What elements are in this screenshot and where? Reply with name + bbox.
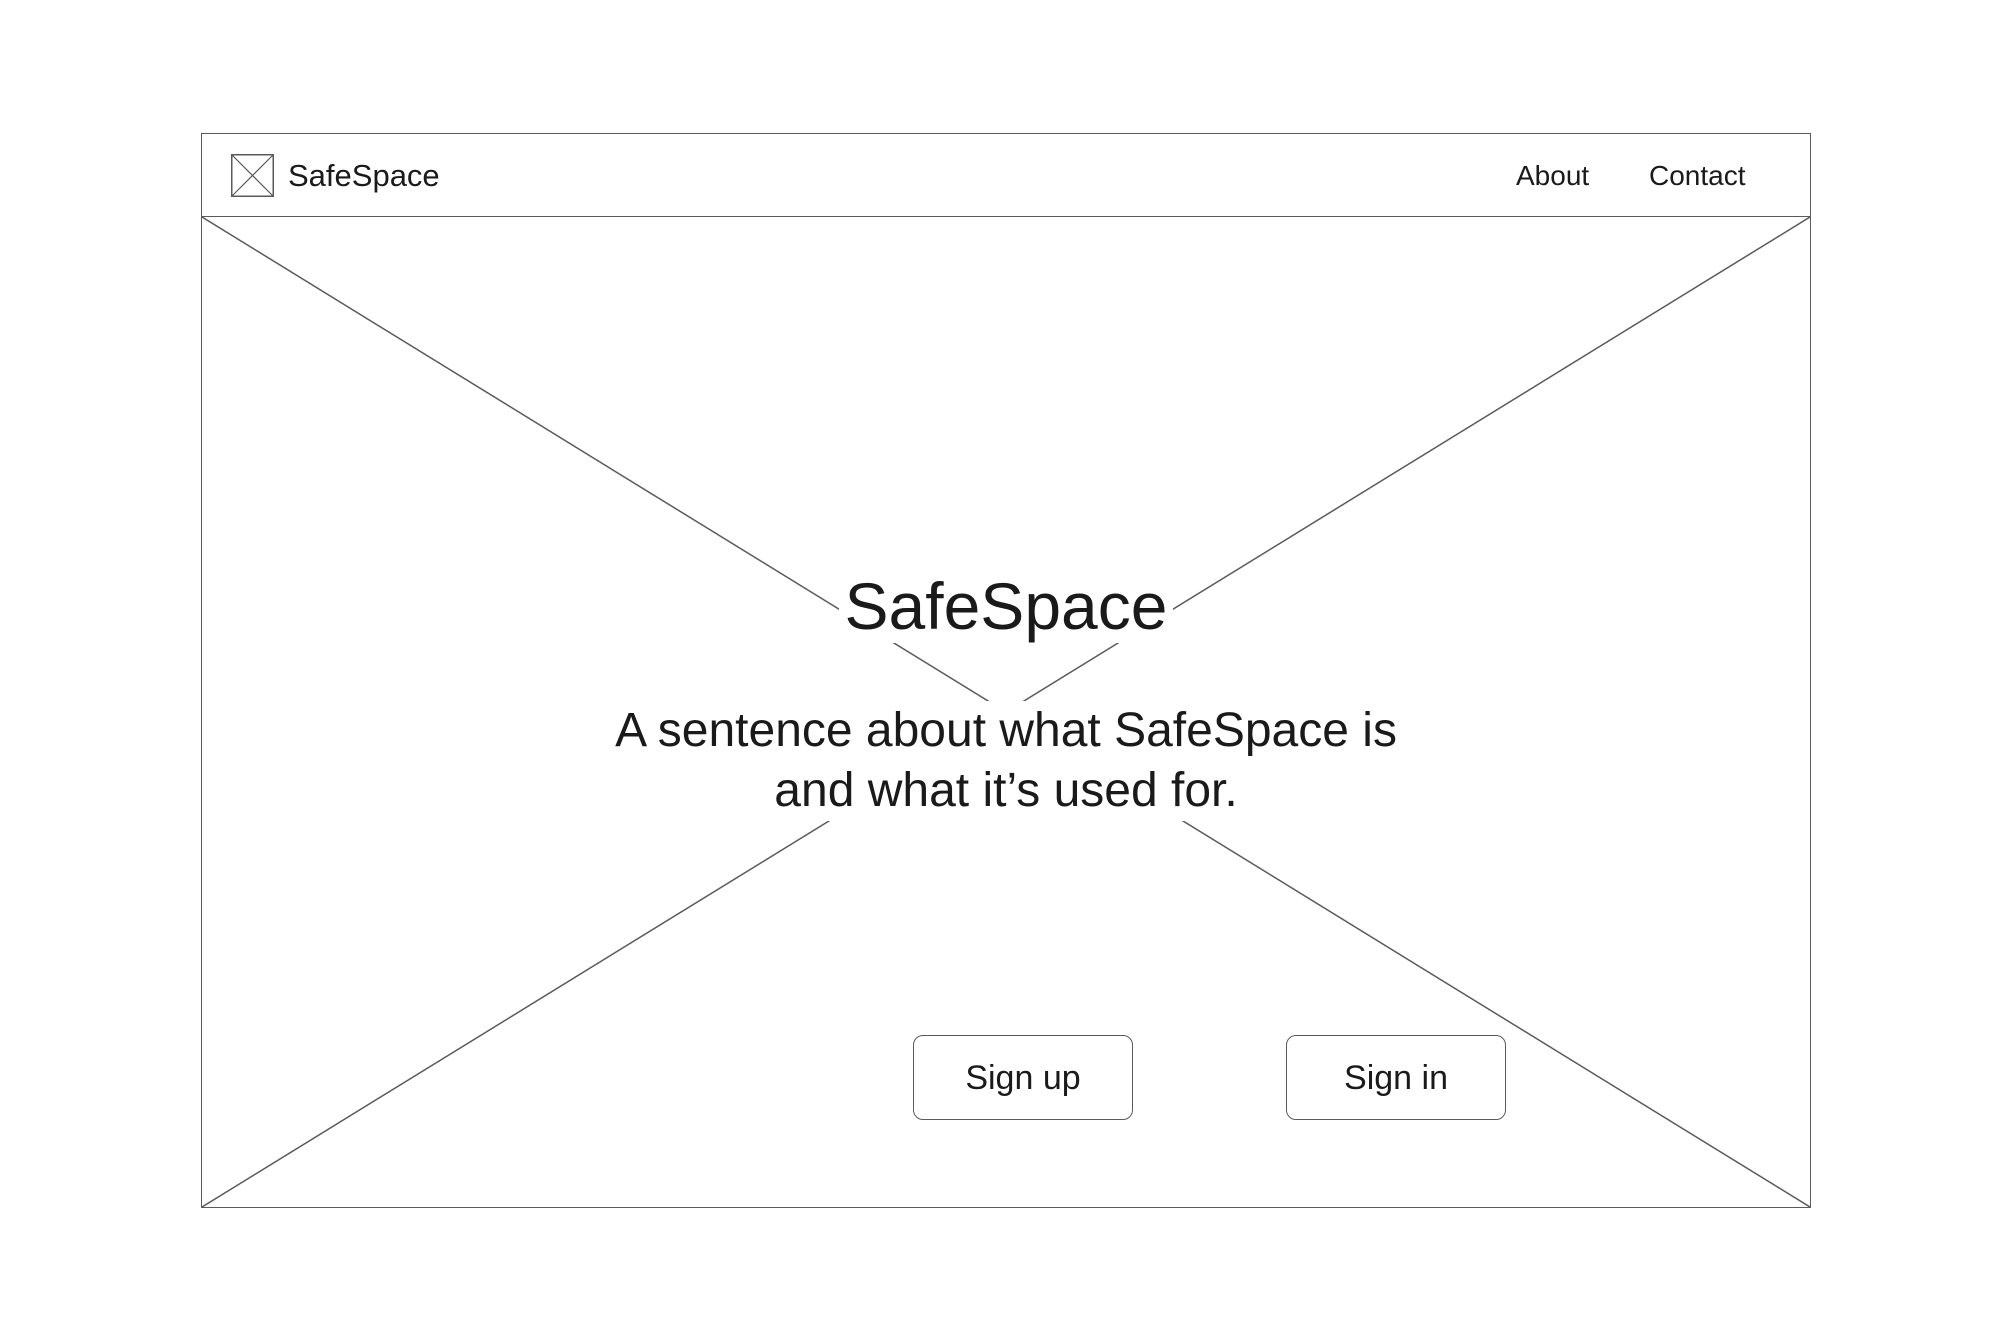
- hero-description-line-2: and what it’s used for.: [202, 761, 1810, 821]
- wireframe-page: SafeSpace About Contact SafeSpace A sent…: [201, 133, 1811, 1208]
- sign-up-button[interactable]: Sign up: [913, 1035, 1133, 1120]
- image-placeholder-icon[interactable]: [231, 154, 274, 197]
- hero-description-line-1: A sentence about what SafeSpace is: [202, 701, 1810, 761]
- nav-link-contact[interactable]: Contact: [1649, 160, 1746, 191]
- hero-title: SafeSpace: [202, 566, 1810, 646]
- brand-name[interactable]: SafeSpace: [288, 158, 440, 193]
- hero-section: SafeSpace A sentence about what SafeSpac…: [202, 217, 1810, 1207]
- sign-in-button[interactable]: Sign in: [1286, 1035, 1506, 1120]
- nav-link-about[interactable]: About: [1516, 160, 1590, 191]
- top-navbar: SafeSpace About Contact: [202, 134, 1810, 217]
- hero-description: A sentence about what SafeSpace is and w…: [202, 701, 1810, 821]
